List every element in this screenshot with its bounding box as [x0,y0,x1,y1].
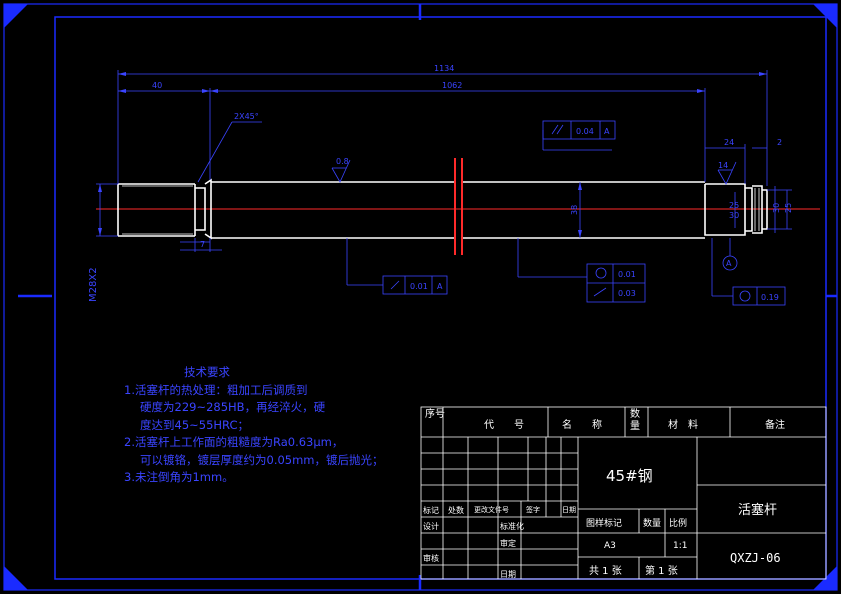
sheets-total: 共 1 张 [589,566,622,577]
dim-thread: M28X2 [88,267,99,302]
datum-a-label: A [726,259,732,268]
label-stage-mark: 图样标记 [586,519,623,529]
part-name: 活塞杆 [738,503,778,518]
tech-line-4: 2.活塞杆上工作面的粗糙度为Ra0.63μm， [124,435,344,449]
sheet-number: 第 1 张 [645,566,678,577]
dimension-arrows [98,72,767,238]
label-mark: 标记 [423,506,439,515]
scale-value: 1:1 [673,541,688,551]
dimension-lines [96,70,792,252]
dim-right-step: 24 [724,138,734,147]
dim-roughness: 0.8 [336,157,349,166]
dim-right-end: 2 [777,138,782,147]
header-qty: 数量 [630,409,640,432]
dim-end-length: 40 [152,81,162,90]
tol-parallel-value: 0.04 [576,127,594,136]
tol-runout-datum: A [437,282,443,291]
dim-main-length: 1062 [442,81,462,90]
dim-right-dia-2: 25 [784,203,793,213]
tech-line-6: 3.未注倒角为1mm。 [124,470,234,484]
dim-overall-length: 1134 [434,64,454,73]
label-weight: 数量 [643,519,662,529]
label-date2: 日期 [500,570,516,579]
tol-roundness-value: 0.01 [618,270,636,279]
dim-chamfer: 2X45° [234,112,259,121]
material-value: 45#钢 [606,467,653,485]
dim-small-3: 30 [729,211,739,220]
title-block-grid [420,406,827,580]
tol-roundness-right-value: 0.19 [761,293,779,302]
header-material: 材 料 [668,420,698,431]
label-standardize: 标准化 [500,522,524,531]
dim-mid-diameter: 38 [570,205,579,215]
header-name: 名 称 [562,420,602,431]
label-date: 日期 [562,506,576,514]
tolerance-frames [346,120,786,306]
label-change-doc: 更改文件号 [474,506,509,514]
dim-groove-width: 7 [200,240,205,249]
label-design: 设计 [423,522,439,531]
tech-line-1: 1.活塞杆的热处理：粗加工后调质到 [124,382,308,397]
label-review: 审定 [500,539,516,548]
label-sign: 签字 [526,506,540,514]
tech-line-3: 度达到45~55HRC； [140,417,249,432]
tech-title: 技术要求 [184,365,230,379]
corner-marks [4,4,837,590]
tol-parallel-datum: A [604,127,610,136]
tol-runout-value: 0.01 [410,282,428,291]
label-audit: 审核 [423,554,439,563]
label-scale: 比例 [669,519,688,529]
piston-rod-outline [117,158,768,255]
dim-small-1: 14 [718,161,728,170]
tech-line-2: 硬度为229~285HB，再经淬火，硬 [140,400,326,414]
tol-cylindricity-value: 0.03 [618,289,636,298]
tech-line-5: 可以镀铬，镀层厚度约为0.05mm，镀后抛光； [140,452,384,467]
label-zone: 处数 [448,506,464,515]
header-remark: 备注 [765,420,785,431]
size-value: A3 [604,541,616,551]
roughness-symbol [331,159,737,185]
header-seq: 序号 [425,409,445,420]
drawing-frame [3,3,838,591]
technical-requirements: 技术要求 1.活塞杆的热处理：粗加工后调质到 硬度为229~285HB，再经淬火… [124,364,384,487]
drawing-number: QXZJ-06 [730,551,781,565]
dim-right-dia-1: 30 [772,203,781,213]
header-code: 代 号 [484,420,524,431]
dim-small-2: 25 [729,201,739,210]
